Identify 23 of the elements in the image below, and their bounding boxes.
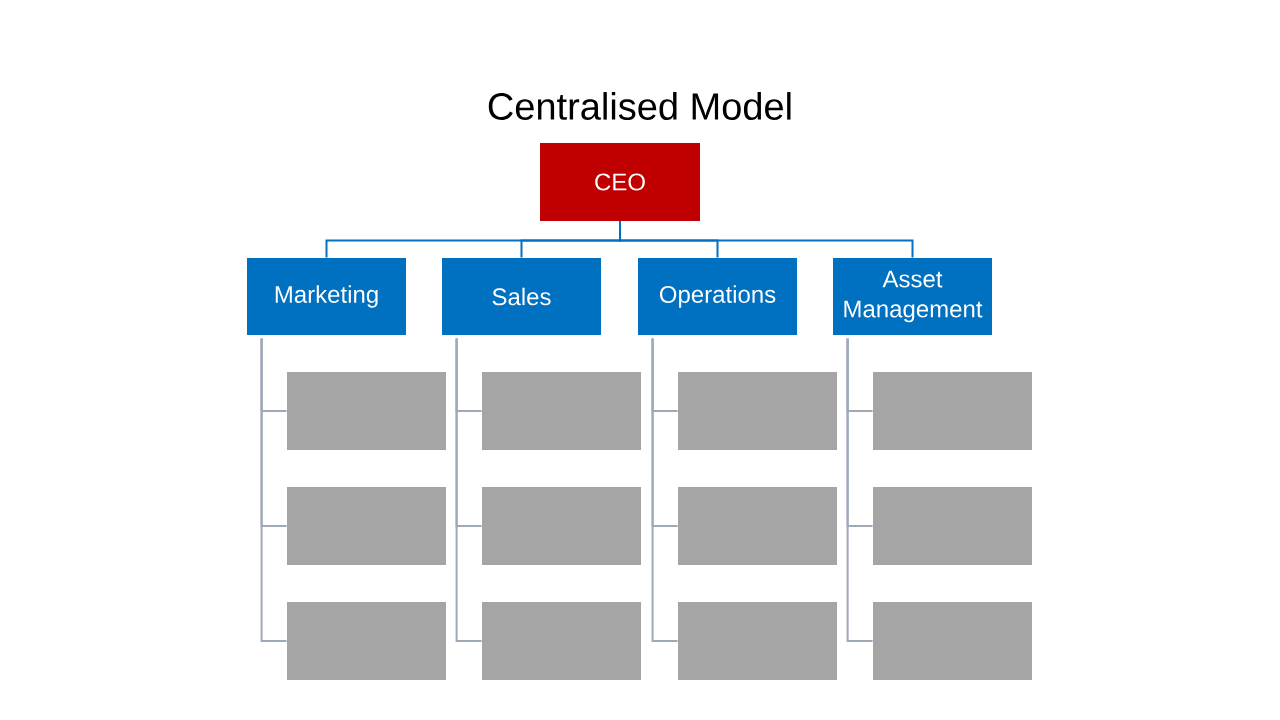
empty-box [873,372,1032,450]
empty-box [287,487,446,565]
connector-line [651,337,679,642]
empty-box [678,602,837,680]
department-box: Sales [442,258,601,335]
empty-box [482,487,641,565]
connector-line [619,220,914,259]
empty-box [287,372,446,450]
empty-box [873,602,1032,680]
empty-box [873,487,1032,565]
ceo-box: CEO [540,143,700,221]
connector-line [455,337,483,642]
title: Centralised Model [488,92,791,120]
connector-line [260,337,288,642]
empty-box [678,372,837,450]
empty-box [287,602,446,680]
empty-box [482,602,641,680]
department-box: Operations [638,258,797,335]
empty-box [482,372,641,450]
empty-box [678,487,837,565]
department-box: Marketing [247,258,406,335]
connector-line [846,337,874,642]
department-box: Asset Management [833,258,992,335]
